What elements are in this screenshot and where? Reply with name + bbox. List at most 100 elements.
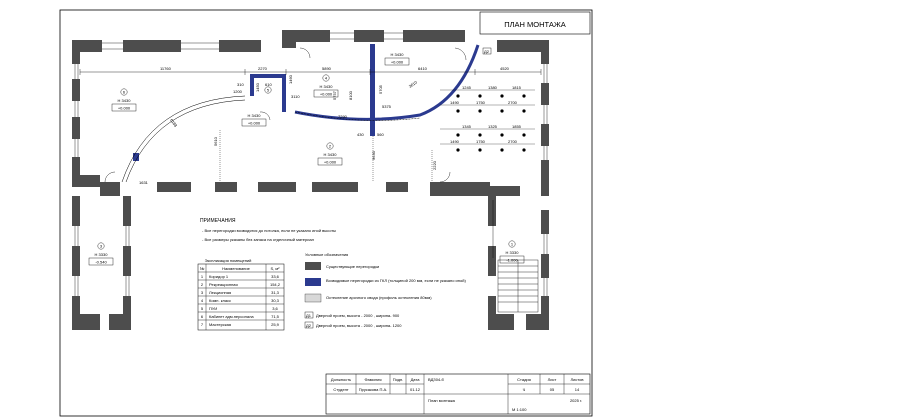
wall-top-6: [354, 30, 384, 42]
svg-text:3110: 3110: [291, 94, 300, 99]
notes-block: ПРИМЕЧАНИЯ - Все перегородки возводятся …: [200, 218, 336, 242]
svg-text:14: 14: [575, 387, 580, 392]
svg-text:H 3330: H 3330: [95, 252, 109, 257]
svg-text:Стадия: Стадия: [517, 377, 531, 382]
room-7: H 3430 +0.000: [384, 52, 410, 66]
svg-text:Лекционная: Лекционная: [209, 290, 231, 295]
new-partitions: [133, 44, 375, 161]
wall-ll-6: [123, 296, 131, 314]
svg-text:5: 5: [201, 306, 204, 311]
wall-mid-9: [490, 186, 520, 196]
svg-text:3: 3: [201, 290, 204, 295]
partition-room5-top: [250, 74, 286, 78]
svg-text:5375: 5375: [382, 104, 392, 109]
svg-text:71,5: 71,5: [271, 314, 280, 319]
svg-text:Условные обозначения: Условные обозначения: [305, 252, 348, 257]
svg-text:Ч: Ч: [523, 387, 526, 392]
svg-text:Д1: Д1: [306, 313, 312, 318]
svg-text:Существующие перегородки: Существующие перегородки: [326, 264, 379, 269]
svg-text:4: 4: [201, 298, 204, 303]
svg-text:H 3430: H 3430: [324, 152, 338, 157]
wall-mid-5: [258, 182, 296, 192]
wall-right-1: [541, 52, 549, 64]
wall-lr-5: [541, 254, 549, 278]
svg-text:3: 3: [100, 244, 103, 249]
svg-text:2: 2: [201, 282, 204, 287]
wall-ll-5: [123, 246, 131, 276]
notes-title: ПРИМЕЧАНИЯ: [200, 218, 236, 224]
svg-text:Подп.: Подп.: [393, 377, 404, 382]
wall-mid-7: [386, 182, 408, 192]
svg-text:Возводимые перегородки из ГКЛ: Возводимые перегородки из ГКЛ (толщиной …: [326, 278, 466, 283]
svg-text:9630: 9630: [371, 150, 376, 160]
wall-right-4: [541, 160, 549, 196]
explication-table: Экспликация помещений № Наименование S, …: [197, 258, 285, 331]
wall-mid-4: [215, 182, 237, 192]
svg-text:4: 4: [325, 76, 328, 81]
svg-text:2700: 2700: [508, 100, 518, 105]
wall-ll-7: [72, 314, 100, 330]
room-1: 1 H 3330 -1.000: [499, 240, 525, 264]
wall-top-1: [72, 40, 102, 52]
svg-text:33,6: 33,6: [271, 274, 280, 279]
svg-text:Прусакова П.А.: Прусакова П.А.: [359, 387, 387, 392]
svg-text:1631: 1631: [139, 180, 149, 185]
svg-text:Дверной проем, высота - 2000 ,: Дверной проем, высота - 2000 , ширина- 1…: [316, 323, 402, 328]
wall-mid-6: [312, 182, 358, 192]
svg-text:1245: 1245: [462, 85, 472, 90]
svg-text:+0.000: +0.000: [324, 160, 337, 165]
svg-text:S, м²: S, м²: [271, 266, 281, 271]
wall-lr-7: [488, 314, 514, 330]
wall-ll-8: [109, 314, 131, 330]
svg-text:+0.000: +0.000: [118, 106, 131, 111]
wall-top-9: [517, 40, 549, 52]
desk-layout: 1245 1380 1815 1490 1750 2700 1345 1325 …: [440, 85, 535, 152]
svg-text:31,3: 31,3: [271, 290, 280, 295]
svg-text:25,9: 25,9: [271, 322, 280, 327]
svg-text:H 3430: H 3430: [118, 98, 132, 103]
wall-ll-1: [72, 196, 80, 226]
wall-right-3: [541, 124, 549, 146]
note-1: - Все перегородки возводятся до потолка,…: [202, 228, 336, 233]
svg-text:H 3430: H 3430: [248, 113, 262, 118]
room-2: 2 H 3430 +0.000: [317, 142, 343, 166]
partition-arc-right: [294, 44, 480, 121]
svg-text:Наименование: Наименование: [222, 266, 251, 271]
wall-ll-3: [72, 296, 80, 314]
svg-text:2270: 2270: [258, 66, 268, 71]
svg-text:2: 2: [329, 144, 332, 149]
partition-room5-right: [282, 74, 286, 112]
svg-text:1450: 1450: [255, 82, 260, 92]
svg-text:Рекреационная: Рекреационная: [209, 282, 238, 287]
wall-left-4: [72, 157, 80, 175]
room-6: 6 H 3430 +0.000: [111, 88, 137, 112]
svg-text:Должность: Должность: [331, 377, 351, 382]
svg-text:Мастерская: Мастерская: [209, 322, 231, 327]
wall-mid-8: [430, 182, 490, 196]
svg-text:H 3430: H 3430: [320, 84, 334, 89]
svg-text:11760: 11760: [160, 66, 172, 71]
room-5: 5 H 3430 +0.000: [241, 86, 272, 127]
sheet-title: ПЛАН МОНТАЖА: [504, 20, 566, 29]
wall-mid-1: [72, 175, 100, 187]
svg-text:Остекление арочного свода (про: Остекление арочного свода (профиль остек…: [326, 295, 432, 300]
svg-text:Дата: Дата: [411, 377, 421, 382]
wall-top-8: [497, 40, 517, 52]
window-openings: [74, 32, 548, 296]
svg-text:Фамилия: Фамилия: [365, 377, 382, 382]
wall-left-2: [72, 79, 80, 101]
svg-text:430: 430: [357, 132, 364, 137]
wall-mid-3: [157, 182, 191, 192]
svg-text:610: 610: [265, 82, 272, 87]
svg-text:7: 7: [201, 322, 204, 327]
sheet-frame: [59, 9, 593, 417]
svg-text:ВДЗ04-б: ВДЗ04-б: [428, 377, 444, 382]
svg-text:Комп. класс: Комп. класс: [209, 298, 231, 303]
legend-swatch-existing: [305, 262, 321, 270]
svg-text:H 3330: H 3330: [506, 250, 520, 255]
legend: Условные обозначения Существующие перего…: [304, 252, 466, 329]
svg-text:5705: 5705: [378, 84, 383, 94]
svg-text:1200: 1200: [233, 89, 243, 94]
wall-right-2: [541, 83, 549, 105]
arch-glazing: [121, 95, 421, 183]
